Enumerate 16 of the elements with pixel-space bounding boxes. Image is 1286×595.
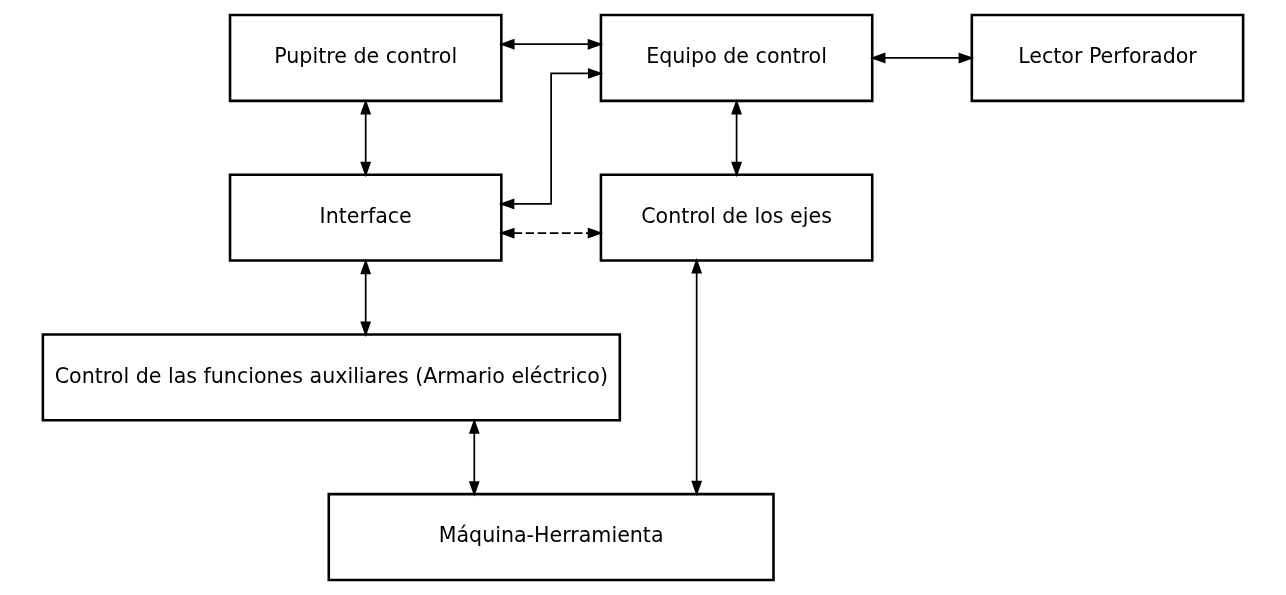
arrow (498, 68, 604, 210)
arrow (468, 418, 480, 497)
arrow (360, 258, 372, 337)
node-box: Interface (228, 173, 503, 262)
arrow (499, 227, 604, 239)
node-box: Máquina-Herramienta (327, 492, 775, 582)
node-box: Control de los ejes (599, 173, 874, 262)
arrow (499, 38, 604, 50)
arrow (360, 99, 372, 178)
arrow (869, 52, 975, 64)
node-box: Control de las funciones auxiliares (Armario eléctrico) (41, 333, 622, 422)
arrow (691, 258, 703, 497)
node-box: Equipo de control (599, 13, 874, 103)
node-box: Lector Perforador (970, 13, 1245, 103)
node-box: Pupitre de control (228, 13, 503, 103)
arrow (731, 99, 742, 178)
